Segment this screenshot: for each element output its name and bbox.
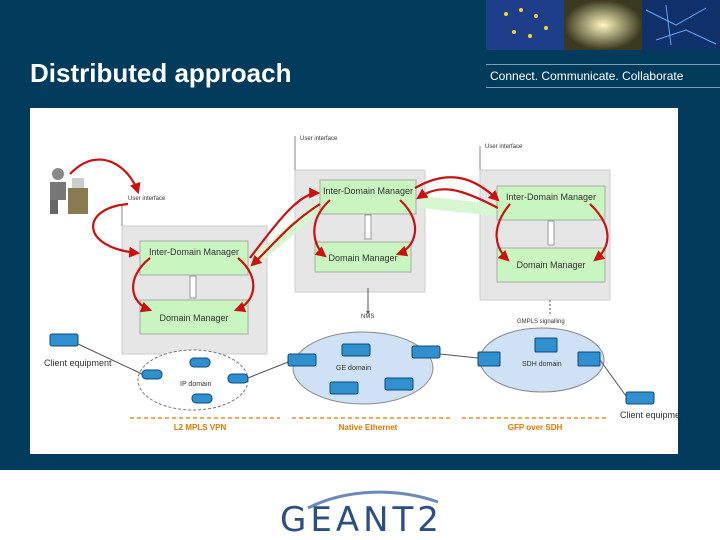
dm-right-label: Domain Manager: [516, 260, 585, 270]
red-arrows: [69, 158, 609, 313]
gfp-over-sdh-label: GFP over SDH: [508, 423, 563, 432]
client-equipment-left-label: Client equipment: [44, 358, 112, 368]
network-links: [77, 343, 627, 397]
sdh-domain-label: SDH domain: [522, 361, 562, 368]
tagline-divider: [486, 64, 720, 88]
user-person-icon: [50, 168, 88, 214]
dm-left-label: Domain Manager: [159, 313, 228, 323]
geant2-logo-swoosh: [307, 490, 439, 510]
dm-right-box: [496, 247, 606, 283]
l2-mpls-vpn-label: L2 MPLS VPN: [174, 423, 227, 432]
dm-left-box: [139, 299, 249, 335]
slide-footer: [0, 470, 720, 540]
connector-mid: [364, 214, 372, 240]
ip-domain-label: IP domain: [180, 381, 211, 388]
nms-label: NMS: [361, 314, 374, 320]
slide-tagline: Connect. Communicate. Collaborate: [490, 69, 684, 83]
user-interface-label-right: User interface: [485, 144, 523, 150]
dm-mid-label: Domain Manager: [328, 253, 397, 263]
idm-left-box: [139, 240, 249, 276]
connector-left: [189, 275, 197, 299]
gmpls-label: GMPLS signalling: [517, 319, 565, 325]
client-equipment-right-label: Client equipment: [620, 410, 678, 420]
connector-right: [547, 220, 555, 246]
banner-image: [486, 0, 720, 50]
user-interface-label-mid: User interface: [300, 136, 338, 142]
geant2-logo-text: GEANT2: [280, 500, 443, 540]
dm-mid-box: [314, 241, 412, 273]
user-interface-label-left: User interface: [128, 196, 166, 202]
idm-right-box: [496, 185, 606, 221]
native-ethernet-label: Native Ethernet: [339, 423, 398, 432]
ge-domain-label: GE domain: [336, 365, 371, 372]
idm-right-label: Inter-Domain Manager: [506, 192, 596, 202]
idm-left-label: Inter-Domain Manager: [149, 247, 239, 257]
network-switch-icons: [49, 333, 655, 405]
link-band-right: [420, 196, 497, 216]
distributed-approach-diagram: User interface User interface User inter…: [30, 108, 678, 454]
slide-title: Distributed approach: [30, 58, 292, 88]
idm-mid-label: Inter-Domain Manager: [323, 186, 413, 196]
